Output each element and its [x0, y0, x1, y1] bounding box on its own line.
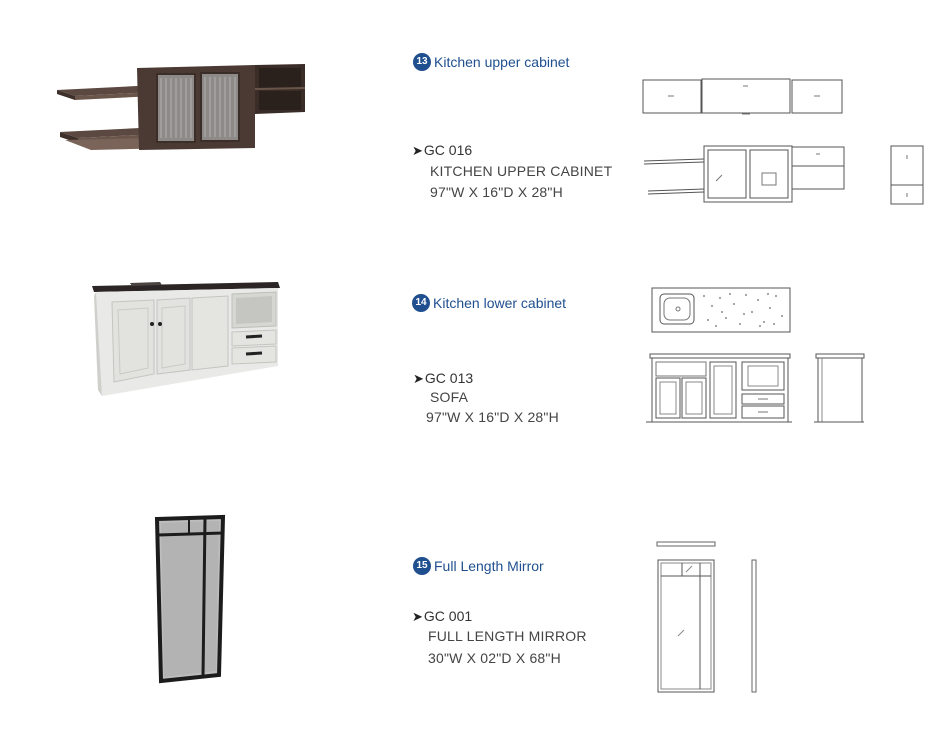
- lower-cabinet-front-view-drawing: [646, 353, 792, 423]
- product-number-badge: 14: [412, 294, 430, 313]
- arrow-icon: ➤: [412, 609, 423, 624]
- product-code-text: GC 016: [423, 142, 473, 158]
- lower-cabinet-top-view-drawing: [651, 287, 791, 333]
- product-title: Kitchen lower cabinet: [433, 295, 567, 312]
- product-dimensions: 97"W X 16"D X 28"H: [426, 409, 559, 425]
- arrow-icon: ➤: [412, 143, 423, 158]
- product-name: KITCHEN UPPER CABINET: [430, 163, 613, 179]
- mirror-top-view-drawing: [656, 541, 716, 547]
- upper-cabinet-front-view-drawing: [643, 145, 845, 203]
- upper-cabinet-top-view-drawing: [642, 78, 843, 115]
- arrow-icon: ➤: [413, 371, 424, 386]
- product-title: Full Length Mirror: [434, 558, 544, 575]
- product-code-text: GC 001: [423, 608, 473, 624]
- product-number-badge: 15: [413, 557, 431, 576]
- mirror-side-view-drawing: [751, 559, 757, 693]
- product-code: ➤GC 016: [412, 142, 472, 159]
- product-code-text: GC 013: [424, 370, 474, 386]
- product-name: FULL LENGTH MIRROR: [428, 628, 587, 644]
- product-title: Kitchen upper cabinet: [434, 54, 570, 71]
- full-length-mirror-render: [154, 514, 226, 684]
- product-name: SOFA: [430, 389, 469, 405]
- lower-cabinet-side-view-drawing: [814, 353, 865, 423]
- product-code: ➤GC 001: [412, 608, 472, 625]
- product-dimensions: 30"W X 02"D X 68"H: [428, 650, 561, 666]
- kitchen-lower-cabinet-render: [92, 282, 280, 396]
- product-code: ➤GC 013: [413, 370, 473, 387]
- kitchen-upper-cabinet-render: [57, 64, 306, 150]
- product-number-badge: 13: [413, 53, 431, 72]
- product-dimensions: 97"W X 16"D X 28"H: [430, 184, 563, 200]
- mirror-front-view-drawing: [657, 559, 715, 693]
- upper-cabinet-side-view-drawing: [890, 145, 924, 205]
